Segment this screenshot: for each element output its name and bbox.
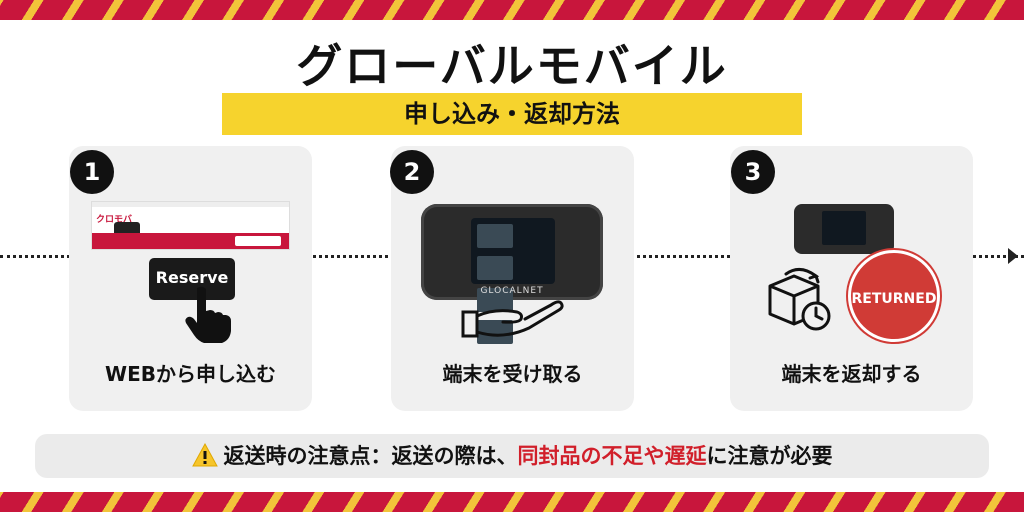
step-number-1: 1 xyxy=(70,150,114,194)
page-title: グローバルモバイル xyxy=(296,39,728,93)
site-logo: クロモバ xyxy=(96,215,133,225)
reserve-button: Reserve xyxy=(149,258,235,300)
top-decorative-stripe xyxy=(0,0,1024,20)
return-box-icon xyxy=(768,268,831,331)
step-number-3: 3 xyxy=(731,150,775,194)
pointing-hand-icon xyxy=(185,286,231,343)
step-3-label: 端末を返却する xyxy=(781,362,922,386)
router-brand: GLOCALNET xyxy=(480,286,544,296)
wifi-router-icon: GLOCALNET xyxy=(421,204,603,344)
open-hand-icon xyxy=(461,300,564,338)
wifi-router-icon xyxy=(794,204,894,254)
step-card-3: RETURNED 端末を返却する xyxy=(730,146,973,411)
returned-stamp: RETURNED xyxy=(848,250,940,342)
router-screen xyxy=(471,218,555,344)
step-1-label: WEBから申し込む xyxy=(105,362,276,386)
notice-bar: 返送時の注意点：返送の際は、同封品の不足や遅延に注意が必要 xyxy=(35,434,989,478)
warning-icon xyxy=(191,443,218,467)
site-cta-button xyxy=(235,236,281,246)
step-card-2: GLOCALNET 端末を受け取る xyxy=(391,146,634,411)
step-2-label: 端末を受け取る xyxy=(442,362,583,386)
notice-suffix: に注意が必要 xyxy=(706,444,833,468)
notice-highlight: 同封品の不足や遅延 xyxy=(517,444,707,468)
bottom-decorative-stripe xyxy=(0,492,1024,512)
flow-arrow-icon xyxy=(1008,248,1018,264)
website-screenshot: クロモバ xyxy=(91,201,290,250)
step-number-2: 2 xyxy=(390,150,434,194)
step-card-1: クロモバ Reserve WEBから申し込む xyxy=(69,146,312,411)
page-subtitle: 申し込み・返却方法 xyxy=(222,93,802,135)
notice-prefix: 返送時の注意点：返送の際は、 xyxy=(223,444,518,468)
